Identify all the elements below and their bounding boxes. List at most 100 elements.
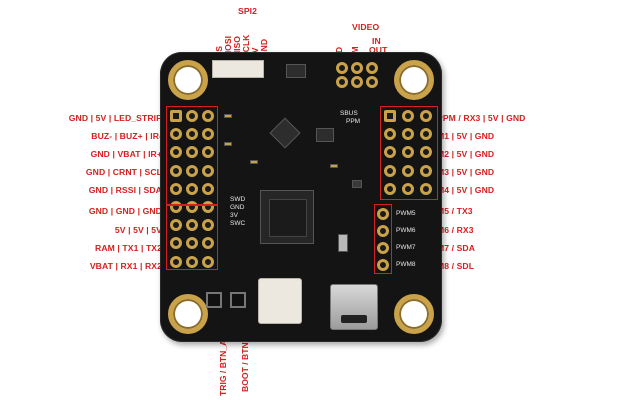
- pwm-pad: [377, 259, 389, 271]
- left-label-4: GND | RSSI | SDA: [88, 185, 162, 195]
- usb-opening: [341, 315, 367, 323]
- smd-part: [330, 164, 338, 168]
- right-pad: [402, 110, 414, 122]
- left-label-6: 5V | 5V | 5V: [114, 225, 162, 235]
- left-label-7: RAM | TX1 | TX2: [95, 243, 162, 253]
- gyro-chip: [269, 117, 301, 149]
- left-pad: [202, 237, 214, 250]
- swd-silk-2: 3V: [230, 212, 238, 219]
- trig-btn-a-label: TRIG / BTN_A: [218, 339, 228, 396]
- right-pad: [384, 182, 396, 195]
- mcu-die: [269, 199, 307, 237]
- pwm-pad: [377, 225, 389, 237]
- right-pad: [384, 128, 396, 141]
- left-pad: [202, 255, 214, 268]
- left-pad: [202, 110, 214, 122]
- left-pad: [186, 164, 198, 177]
- right-pad: [420, 146, 432, 159]
- mcu-chip: [260, 190, 314, 244]
- left-pad: [202, 128, 214, 141]
- right-pad: [384, 164, 396, 177]
- button-b[interactable]: [230, 292, 246, 308]
- right-pad: [384, 110, 396, 122]
- left-label-5: GND | GND | GND: [88, 206, 162, 216]
- pwm-silk-0: PWM5: [396, 210, 416, 217]
- right-pad: [420, 128, 432, 141]
- video-title: VIDEO: [352, 22, 380, 32]
- ppm-silk: PPM: [346, 118, 361, 125]
- right-label-5: M5 / TX3: [437, 206, 473, 216]
- left-pad: [170, 237, 182, 250]
- left-pad: [186, 110, 198, 122]
- pwm-silk-1: PWM6: [396, 227, 416, 234]
- pwm-pad: [377, 242, 389, 254]
- left-pad: [186, 237, 198, 250]
- left-label-0: GND | 5V | LED_STRIP: [68, 113, 162, 123]
- left-pad: [170, 219, 182, 232]
- spi2-title: SPI2: [238, 6, 258, 16]
- left-pad: [186, 146, 198, 159]
- smd-part: [224, 142, 232, 146]
- right-label-0: PPM / RX3 | 5V | GND: [437, 113, 526, 123]
- left-pad: [202, 219, 214, 232]
- right-pad: [420, 110, 432, 122]
- spi-connector: [212, 60, 264, 78]
- right-pad: [402, 146, 414, 159]
- swd-silk-3: SWC: [230, 220, 246, 227]
- right-label-7: M7 / SDA: [437, 243, 476, 253]
- regulator-chip: [286, 64, 306, 78]
- video-pad: [351, 62, 363, 74]
- pwm-pads-outline: [374, 204, 392, 274]
- right-pad: [402, 182, 414, 195]
- left-pad: [170, 128, 182, 141]
- video-pin-in: IN: [372, 36, 381, 46]
- video-pin-out: OUT: [369, 45, 388, 55]
- video-pad: [366, 76, 378, 88]
- crystal: [338, 234, 348, 252]
- small-chip: [316, 128, 334, 142]
- mount-hole-bottom-right: [394, 294, 434, 334]
- right-label-8: M8 / SDL: [437, 261, 475, 271]
- right-pads-outline: [380, 106, 438, 200]
- smd-part: [250, 160, 258, 164]
- left-pad: [186, 182, 198, 195]
- left-pad: [170, 182, 182, 195]
- right-label-4: M4 | 5V | GND: [437, 185, 495, 195]
- left-pad: [202, 182, 214, 195]
- left-label-1: BUZ- | BUZ+ | IR-: [91, 131, 162, 141]
- button-a[interactable]: [206, 292, 222, 308]
- pwm-silk-3: PWM8: [396, 261, 416, 268]
- left-label-8: VBAT | RX1 | RX2: [89, 261, 162, 271]
- sbus-silk: SBUS: [340, 110, 358, 117]
- right-label-6: M6 / RX3: [437, 225, 474, 235]
- left-pad: [170, 146, 182, 159]
- pwm-silk-2: PWM7: [396, 244, 416, 251]
- left-label-3: GND | CRNT | SCL: [85, 167, 162, 177]
- left-pad: [170, 255, 182, 268]
- right-pad: [420, 164, 432, 177]
- bottom-connector: [258, 278, 302, 324]
- left-label-2: GND | VBAT | IR+: [90, 149, 162, 159]
- left-pad: [170, 164, 182, 177]
- left-pad: [202, 146, 214, 159]
- video-pad: [351, 76, 363, 88]
- left-pad: [170, 110, 182, 122]
- right-pad: [420, 182, 432, 195]
- left-pad: [186, 128, 198, 141]
- swd-silk-0: SWD: [230, 196, 246, 203]
- left-pad: [186, 219, 198, 232]
- right-pad: [384, 146, 396, 159]
- left-pads-outline-bottom: [166, 204, 218, 270]
- micro-usb-port[interactable]: [330, 284, 378, 330]
- right-label-2: M2 | 5V | GND: [437, 149, 495, 159]
- smd-part: [352, 180, 362, 188]
- video-pad: [336, 76, 348, 88]
- right-label-3: M3 | 5V | GND: [437, 167, 495, 177]
- video-pad: [336, 62, 348, 74]
- smd-part: [224, 114, 232, 118]
- right-pad: [402, 164, 414, 177]
- video-pad: [366, 62, 378, 74]
- left-pad: [202, 164, 214, 177]
- mount-hole-top-right: [394, 60, 434, 100]
